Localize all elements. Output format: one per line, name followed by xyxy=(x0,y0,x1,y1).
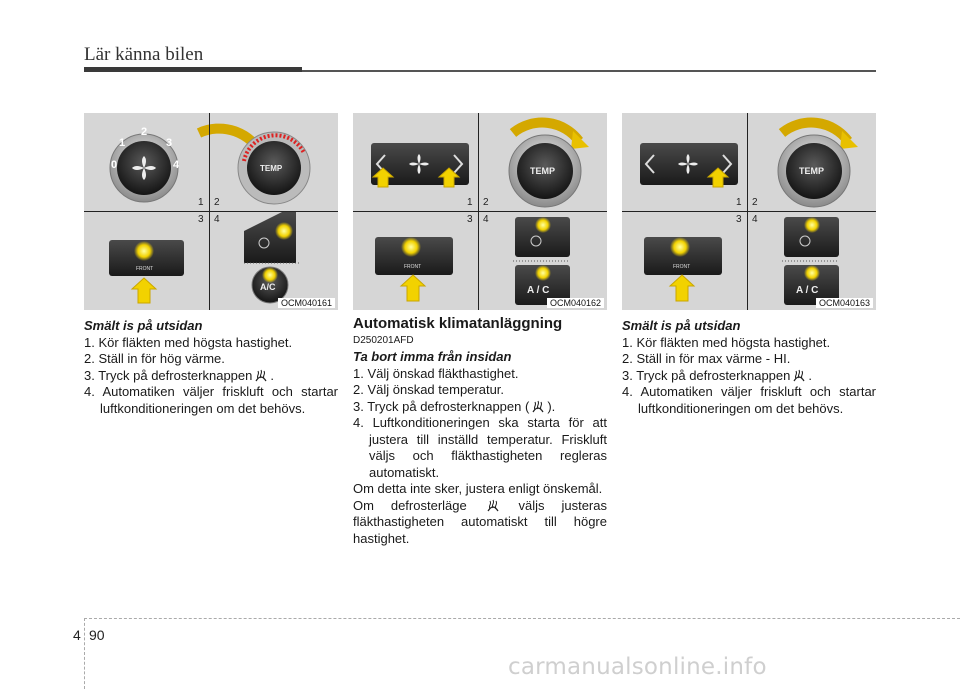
paragraph-text: väljs justeras fläkthastigheten automati… xyxy=(353,497,607,546)
paragraph-text: Om defrosterläge xyxy=(353,497,467,513)
column-3: Smält is på utsidan 1. Kör fläkten med h… xyxy=(622,318,876,417)
front-label: FRONT xyxy=(673,264,690,270)
list-item: 2. Ställ in för hög värme. xyxy=(84,351,225,366)
temp-label: TEMP xyxy=(530,166,555,176)
section-heading: Automatisk klimatanläggning xyxy=(353,315,563,332)
list-item-text: 3. Tryck på defrosterknappen xyxy=(84,367,253,383)
temp-label: TEMP xyxy=(799,166,824,176)
arrow-up-icon xyxy=(371,167,395,188)
figure-ocm040163: TEMP FRONT A / C 1 2 3 4 OCM040163 xyxy=(622,113,876,310)
list-item: 2. Välj önskad temperatur. xyxy=(353,382,505,397)
list-item: 3. Tryck på defrosterknappen. xyxy=(622,367,812,383)
quadrant-number: 1 xyxy=(467,197,473,208)
footer-rule xyxy=(84,618,960,619)
subsection-title: Smält is på utsidan xyxy=(622,318,741,333)
figure-code: OCM040161 xyxy=(277,298,335,308)
dial-number: 3 xyxy=(166,137,172,149)
page-number: 90 xyxy=(89,627,105,643)
figure-illustration: 0 1 2 3 4 TEMP FRONT A/C xyxy=(109,123,311,304)
dial-number: 4 xyxy=(173,159,180,171)
front-label: FRONT xyxy=(136,266,153,272)
fan-icon xyxy=(409,154,429,174)
dial-number: 2 xyxy=(141,126,147,138)
list-item: 4. Automatiken väljer friskluft och star… xyxy=(622,384,876,416)
dial-number: 0 xyxy=(111,159,117,171)
quadrant-number: 2 xyxy=(483,197,489,208)
figure-ocm040162: TEMP FRONT A / C 1 2 3 4 OCM040162 xyxy=(353,113,607,310)
arrow-up-icon xyxy=(706,167,730,188)
doc-code: D250201AFD xyxy=(353,334,414,346)
figure-code: OCM040163 xyxy=(815,298,873,308)
header-bar xyxy=(84,67,302,72)
front-label: FRONT xyxy=(404,264,421,270)
chevron-icon xyxy=(644,154,733,174)
list-item: 1. Kör fläkten med högsta hastighet. xyxy=(84,334,293,350)
quadrant-number: 1 xyxy=(736,197,742,208)
list-item: 2. Ställ in för max värme - HI. xyxy=(622,351,791,366)
list-item: 3. Tryck på defrosterknappen. xyxy=(84,367,274,383)
defrost-icon xyxy=(486,499,500,512)
ac-label: A/C xyxy=(260,282,276,292)
footer-divider xyxy=(84,618,85,689)
divider xyxy=(353,211,607,212)
figure-code: OCM040162 xyxy=(546,298,604,308)
chapter-number: 4 xyxy=(73,627,81,643)
quadrant-number: 4 xyxy=(483,214,489,225)
column-1: Smält is på utsidan 1. Kör fläkten med h… xyxy=(84,318,338,417)
figure-illustration: TEMP FRONT A / C xyxy=(640,117,858,305)
arrow-up-icon xyxy=(668,274,696,302)
subsection-title: Ta bort imma från insidan xyxy=(353,349,512,364)
quadrant-number: 3 xyxy=(467,214,473,225)
arrow-up-icon xyxy=(130,277,158,304)
arrow-up-icon xyxy=(437,167,461,188)
dial-number: 1 xyxy=(119,137,125,149)
defrost-icon xyxy=(531,400,545,413)
list-item: 4. Luftkonditioneringen ska starta för a… xyxy=(353,415,607,480)
quadrant-number: 2 xyxy=(214,197,220,208)
defrost-icon xyxy=(792,369,806,382)
list-item-text: 3. Tryck på defrosterknappen xyxy=(622,367,791,383)
column-2: Automatisk klimatanläggning D250201AFD T… xyxy=(353,315,607,548)
figure-illustration: TEMP FRONT A / C xyxy=(371,117,589,305)
quadrant-number: 4 xyxy=(752,214,758,225)
fan-icon xyxy=(132,156,156,180)
list-item: 4. Automatiken väljer friskluft och star… xyxy=(84,384,338,416)
divider xyxy=(84,211,338,212)
quadrant-number: 3 xyxy=(198,214,204,225)
list-item-text: 3. Tryck på defrosterknappen ( xyxy=(353,398,530,414)
figure-ocm040161: 0 1 2 3 4 TEMP FRONT A/C 1 2 3 4 OCM0401… xyxy=(84,113,338,310)
paragraph: Om defrosterläge väljs justeras fläkthas… xyxy=(353,498,607,548)
ac-label: A / C xyxy=(796,285,818,296)
header-rule xyxy=(302,70,876,72)
ac-label: A / C xyxy=(527,285,549,296)
divider xyxy=(622,211,876,212)
fan-icon xyxy=(678,154,698,174)
quadrant-number: 4 xyxy=(214,214,220,225)
list-item: 1. Kör fläkten med högsta hastighet. xyxy=(622,334,831,350)
watermark: carmanualsonline.info xyxy=(508,654,767,680)
defrost-icon xyxy=(254,369,268,382)
section-title: Lär känna bilen xyxy=(84,44,204,65)
paragraph: Om detta inte sker, justera enligt önske… xyxy=(353,481,603,496)
list-item: 1. Välj önskad fläkthastighet. xyxy=(353,365,519,381)
quadrant-number: 1 xyxy=(198,197,204,208)
list-item: 3. Tryck på defrosterknappen (). xyxy=(353,398,556,414)
arrow-up-icon xyxy=(399,274,427,302)
quadrant-number: 3 xyxy=(736,214,742,225)
quadrant-number: 2 xyxy=(752,197,758,208)
subsection-title: Smält is på utsidan xyxy=(84,318,203,333)
temp-label: TEMP xyxy=(260,164,283,173)
